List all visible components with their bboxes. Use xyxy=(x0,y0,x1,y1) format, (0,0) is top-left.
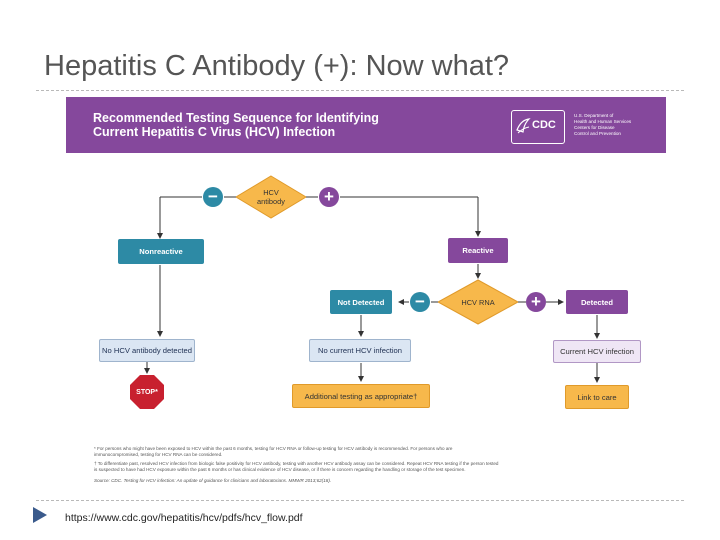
banner-title-line-1: Recommended Testing Sequence for Identif… xyxy=(93,111,379,125)
stop-label: STOP* xyxy=(136,389,158,396)
bottom-divider xyxy=(36,500,684,501)
minus-circle xyxy=(410,292,430,312)
hcv-antibody-label-line-1: HCV xyxy=(263,188,279,197)
hcv-antibody-diamond xyxy=(235,175,307,219)
agency-line: Control and Prevention xyxy=(574,131,621,136)
link-to-care-box: Link to care xyxy=(565,385,629,409)
banner-title: Recommended Testing Sequence for Identif… xyxy=(93,111,379,139)
hcv-rna-label: HCV RNA xyxy=(461,298,495,307)
reactive-box: Reactive xyxy=(448,238,508,263)
current-infection-box: Current HCV infection xyxy=(553,340,641,363)
footnote-line: is suspected to have had HCV exposure wi… xyxy=(94,466,466,472)
footnotes: * For persons who might have been expose… xyxy=(94,446,654,484)
agency-line: U.S. Department of xyxy=(574,113,614,118)
no-current-infection-box: No current HCV infection xyxy=(309,339,411,362)
not-detected-box: Not Detected xyxy=(330,290,392,314)
footnote-line: immunocompromised, testing for HCV RNA c… xyxy=(94,452,223,458)
cdc-logo-text: CDC xyxy=(532,119,556,131)
no-antibody-box: No HCV antibody detected xyxy=(99,339,195,362)
plus-symbol: + xyxy=(324,187,334,206)
slide-title: Hepatitis C Antibody (+): Now what? xyxy=(44,50,510,82)
hcv-antibody-label-line-2: antibody xyxy=(257,197,285,206)
hhs-eagle-icon xyxy=(516,118,531,134)
hcv-rna-diamond xyxy=(436,279,520,325)
detected-box: Detected xyxy=(566,290,628,314)
minus-circle xyxy=(203,187,223,207)
top-divider xyxy=(36,90,684,91)
source-url[interactable]: https://www.cdc.gov/hepatitis/hcv/pdfs/h… xyxy=(65,512,303,524)
plus-circle xyxy=(526,292,546,312)
stop-sign xyxy=(130,375,164,409)
minus-symbol: − xyxy=(415,292,425,311)
agency-line: Health and Human Services xyxy=(574,119,632,124)
cdc-logo: CDC xyxy=(511,110,565,144)
flowchart-banner: Recommended Testing Sequence for Identif… xyxy=(66,97,666,153)
minus-symbol: − xyxy=(208,187,218,206)
plus-circle xyxy=(319,187,339,207)
additional-testing-box: Additional testing as appropriate† xyxy=(292,384,430,408)
plus-symbol: + xyxy=(531,292,541,311)
banner-title-line-2: Current Hepatitis C Virus (HCV) Infectio… xyxy=(93,125,336,139)
nonreactive-box: Nonreactive xyxy=(118,239,204,264)
footnote-line: † To differentiate past, resolved HCV in… xyxy=(94,460,499,466)
hcv-antibody-label: HCV antibody xyxy=(246,188,296,206)
bullet-arrow-icon xyxy=(33,507,47,523)
footnote-line: * For persons who might have been expose… xyxy=(94,446,453,451)
footnote-source: Source: CDC. Testing for HCV infection: … xyxy=(94,478,332,484)
agency-name: U.S. Department of Health and Human Serv… xyxy=(574,113,631,137)
agency-line: Centers for Disease xyxy=(574,125,615,130)
